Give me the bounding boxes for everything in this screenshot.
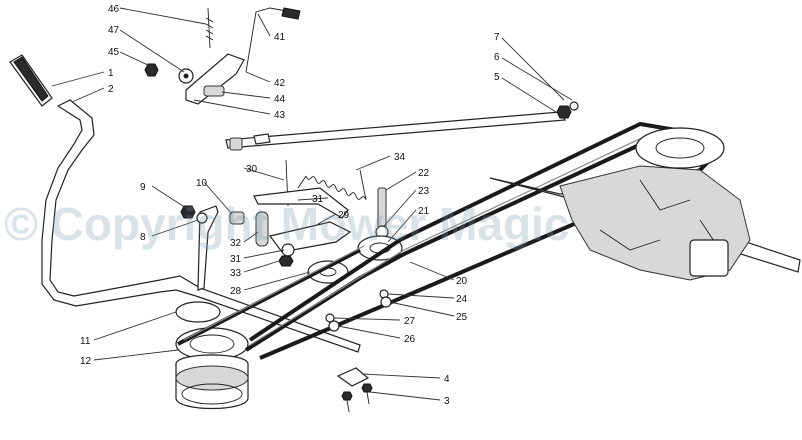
callout-label: 7 bbox=[494, 32, 500, 43]
brake-plate bbox=[185, 53, 245, 105]
spring-34 bbox=[297, 169, 367, 201]
callout-label: 34 bbox=[394, 152, 406, 163]
callout-label: 3 bbox=[444, 396, 450, 407]
callout-label: 20 bbox=[456, 276, 468, 287]
pulley-28 bbox=[307, 260, 349, 284]
small-hardware bbox=[325, 289, 392, 413]
callout-label: 46 bbox=[108, 4, 120, 15]
nut-9 bbox=[180, 205, 196, 219]
washer-25 bbox=[380, 296, 392, 308]
callout-label: 31 bbox=[312, 194, 324, 205]
callout-label: 44 bbox=[274, 94, 286, 105]
washer-8 bbox=[196, 212, 208, 224]
callout-label: 9 bbox=[140, 182, 146, 193]
callout-label: 8 bbox=[140, 232, 146, 243]
nut-33 bbox=[278, 255, 294, 267]
leader-lines bbox=[51, 7, 573, 401]
bolt-44 bbox=[203, 85, 225, 97]
callout-label: 47 bbox=[108, 25, 120, 36]
bracket-31 bbox=[253, 187, 349, 219]
plate-28 bbox=[197, 205, 219, 291]
callout-label: 43 bbox=[274, 110, 286, 121]
callout-label: 45 bbox=[108, 47, 120, 58]
callout-label: 12 bbox=[80, 356, 92, 367]
washer-11 bbox=[175, 301, 221, 323]
callout-label: 27 bbox=[404, 316, 416, 327]
pulley-21 bbox=[357, 235, 403, 261]
callout-label: 21 bbox=[418, 206, 430, 217]
transaxle-bracket bbox=[689, 239, 729, 277]
callout-label: 2 bbox=[108, 84, 114, 95]
brake-linkage bbox=[144, 7, 579, 151]
callout-label: 33 bbox=[230, 268, 242, 279]
watermark: © Copyright Mower Magic bbox=[4, 198, 569, 250]
callout-label: 1 bbox=[108, 68, 114, 79]
pedal-lever-assembly bbox=[9, 54, 361, 353]
bracket-4 bbox=[336, 367, 370, 387]
transaxle-pulley bbox=[635, 127, 725, 169]
callout-label: 5 bbox=[494, 72, 500, 83]
transaxle bbox=[489, 127, 801, 281]
callout-label: 31 bbox=[230, 254, 242, 265]
callout-label: 11 bbox=[80, 336, 91, 347]
spacer-32 bbox=[255, 211, 269, 247]
callout-label: 32 bbox=[230, 238, 242, 249]
belt-drive bbox=[175, 121, 723, 410]
bushing-10 bbox=[229, 211, 245, 225]
callout-label: 26 bbox=[404, 334, 416, 345]
washer-6 bbox=[569, 101, 579, 111]
rod-41 bbox=[245, 7, 293, 73]
callout-label: 29 bbox=[338, 210, 350, 221]
callout-label: 23 bbox=[418, 186, 430, 197]
callout-label: 10 bbox=[196, 178, 208, 189]
callout-label: 30 bbox=[246, 164, 258, 175]
rod-knob bbox=[281, 7, 301, 20]
nut-26 bbox=[328, 320, 340, 332]
bolt-3a bbox=[341, 391, 353, 401]
callout-label: 25 bbox=[456, 312, 468, 323]
idler-bracket bbox=[180, 159, 389, 291]
callout-label: 22 bbox=[418, 168, 430, 179]
callout-labels: 46 47 45 41 42 44 43 1 2 7 6 5 34 30 22 … bbox=[80, 4, 500, 407]
rod-43-5 bbox=[225, 111, 567, 149]
callout-label: 42 bbox=[274, 78, 286, 89]
callout-label: 41 bbox=[274, 32, 286, 43]
nut-7 bbox=[556, 105, 572, 119]
callout-label: 4 bbox=[444, 374, 450, 385]
pedal-lever bbox=[41, 99, 361, 353]
callout-label: 24 bbox=[456, 294, 468, 305]
nut-45 bbox=[144, 63, 159, 77]
callout-label: 28 bbox=[230, 286, 242, 297]
spring-46 bbox=[205, 7, 214, 49]
bolt-3b bbox=[361, 383, 373, 393]
callout-label: 6 bbox=[494, 52, 500, 63]
